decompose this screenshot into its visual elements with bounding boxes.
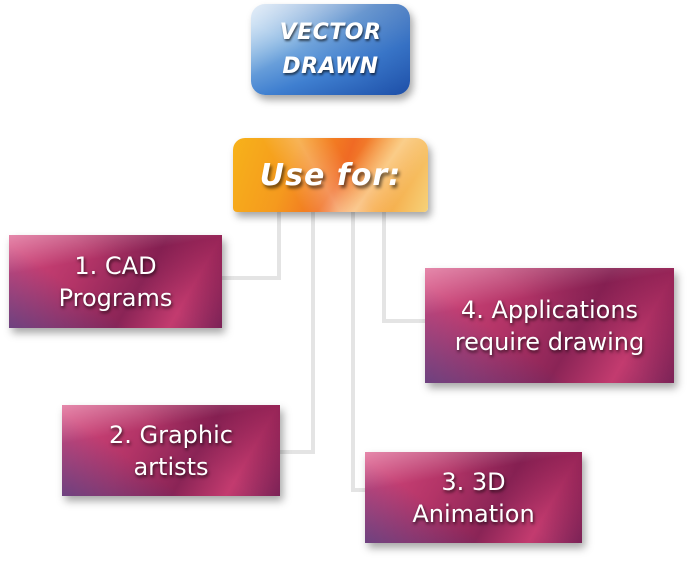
use-for-box: Use for:: [233, 138, 428, 212]
item-3d-animation: 3. 3D Animation: [365, 452, 582, 543]
connector-applications: [382, 210, 427, 323]
item-3d-animation-label: 3. 3D Animation: [412, 467, 535, 528]
connector-graphic: [278, 210, 315, 454]
item-applications-label: 4. Applications require drawing: [454, 295, 645, 356]
item-cad-programs-label: 1. CAD Programs: [58, 251, 173, 312]
item-cad-programs: 1. CAD Programs: [9, 235, 222, 328]
item-graphic-artists: 2. Graphic artists: [62, 405, 280, 496]
vector-drawn-box: VECTOR DRAWN: [251, 4, 410, 95]
vector-drawn-label: VECTOR DRAWN: [279, 19, 382, 79]
item-applications: 4. Applications require drawing: [425, 268, 674, 383]
connector-cad: [220, 210, 281, 280]
use-for-label: Use for:: [259, 157, 402, 193]
connector-3d: [351, 210, 367, 492]
item-graphic-artists-label: 2. Graphic artists: [108, 420, 233, 481]
